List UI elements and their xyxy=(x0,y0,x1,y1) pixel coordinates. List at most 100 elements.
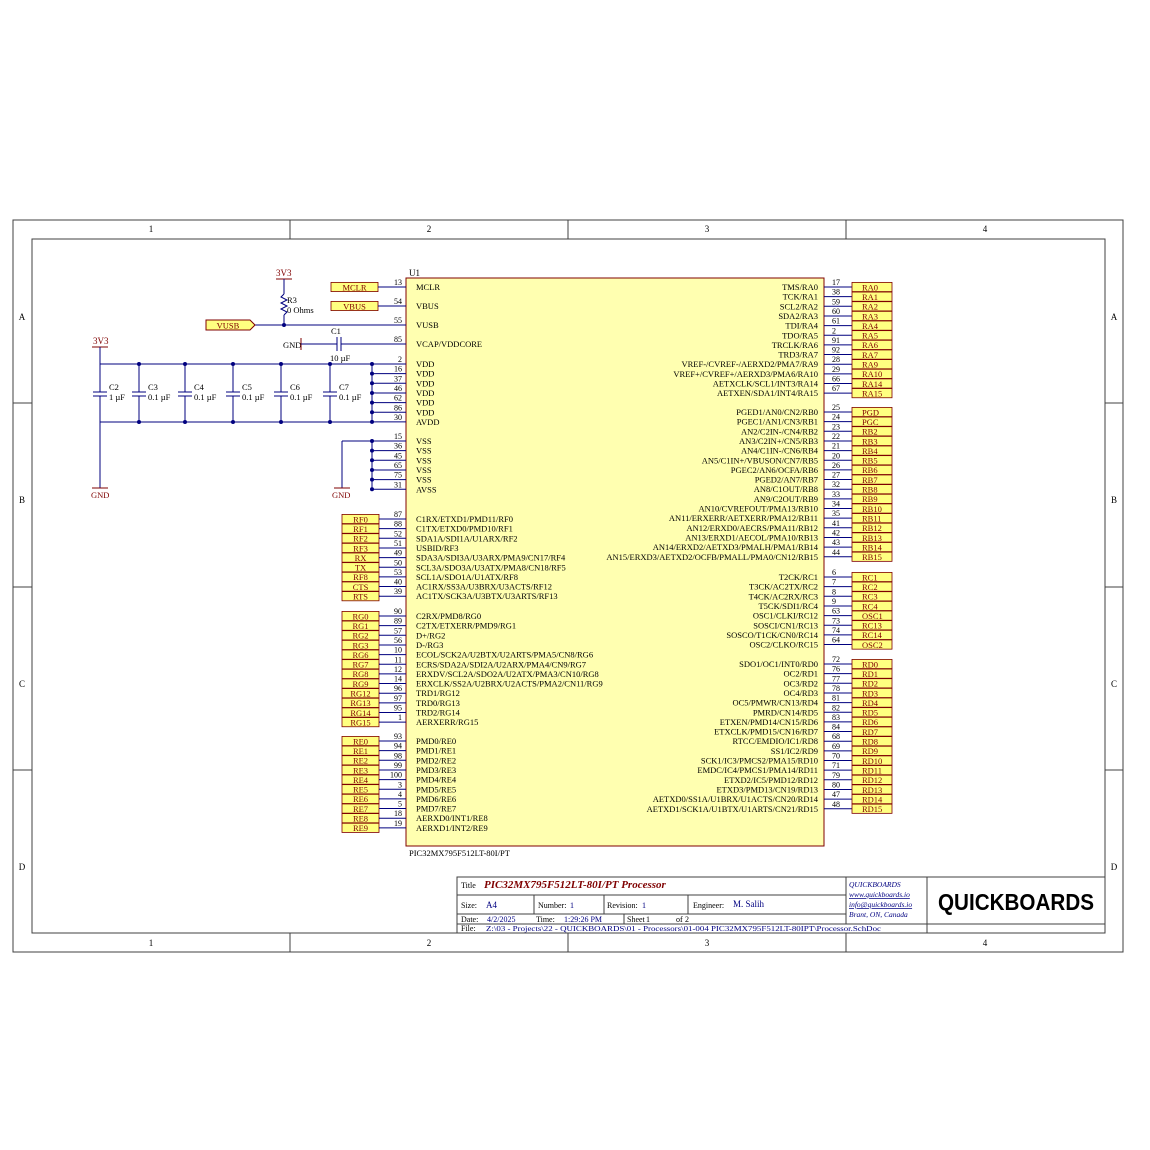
chip-designator: U1 xyxy=(409,268,420,278)
net-port-label-RE8: RE8 xyxy=(353,814,368,824)
left-pin-name-3: PMD5/RE5 xyxy=(416,784,456,794)
net-port-label-RD10: RD10 xyxy=(862,756,882,766)
left-pin-name-55: VUSB xyxy=(416,320,439,330)
right-pin-number-92: 92 xyxy=(832,346,840,355)
left-pin-name-16: VDD xyxy=(416,369,434,379)
net-port-label-RB14: RB14 xyxy=(862,542,883,552)
right-pin-number-84: 84 xyxy=(832,723,840,732)
right-pin-number-21: 21 xyxy=(832,442,840,451)
right-pin-number-7: 7 xyxy=(832,578,836,587)
grid-col-bottom-4: 4 xyxy=(983,938,988,948)
schematic-title: PIC32MX795F512LT-80I/PT Processor xyxy=(484,879,667,891)
left-pin-number-37: 37 xyxy=(394,374,402,383)
net-port-RD1 xyxy=(851,668,893,679)
net-port-RC14 xyxy=(851,629,893,640)
right-pin-number-61: 61 xyxy=(832,317,840,326)
left-pin-name-90: C2RX/PMD8/RG0 xyxy=(416,611,481,621)
right-pin-name-22: AN3/C2IN+/CN5/RB3 xyxy=(739,436,818,446)
right-pin-name-83: ETXEN/PMD14/CN15/RD6 xyxy=(720,717,818,727)
date-label: Date: xyxy=(461,915,478,924)
right-pin-name-47: AETXD0/SS1A/U1BRX/U1ACTS/CN20/RD14 xyxy=(653,794,819,804)
of-label: of xyxy=(676,915,683,924)
cap-ref-C3: C3 xyxy=(148,382,158,392)
right-pin-number-78: 78 xyxy=(832,684,840,693)
left-pin-number-93: 93 xyxy=(394,732,402,741)
net-port-RB3 xyxy=(851,435,893,446)
right-pin-number-48: 48 xyxy=(832,800,840,809)
left-pin-number-95: 95 xyxy=(394,704,402,713)
left-pin-number-16: 16 xyxy=(394,365,402,374)
left-pin-name-57: D+/RG2 xyxy=(416,630,445,640)
left-pin-number-55: 55 xyxy=(394,316,402,325)
left-pin-number-39: 39 xyxy=(394,587,402,596)
company-email-link[interactable]: info@quickboards.io xyxy=(849,900,912,909)
left-pin-number-5: 5 xyxy=(398,800,402,809)
right-pin-number-28: 28 xyxy=(832,355,840,364)
net-port-label-RG8: RG8 xyxy=(352,669,368,679)
cap-value-C3: 0.1 µF xyxy=(148,392,171,402)
net-port-label-RB5: RB5 xyxy=(862,456,878,466)
size-label: Size: xyxy=(461,901,477,910)
right-pin-name-91: TRCLK/RA6 xyxy=(772,340,818,350)
left-pin-name-13: MCLR xyxy=(416,282,440,292)
net-port-RB4 xyxy=(851,445,893,456)
net-port-label-RG1: RG1 xyxy=(352,621,368,631)
net-port-label-RC3: RC3 xyxy=(862,592,878,602)
net-port-label-RD14: RD14 xyxy=(862,794,883,804)
net-port-RB12 xyxy=(851,522,893,533)
left-pin-number-40: 40 xyxy=(394,578,402,587)
net-port-RB10 xyxy=(851,503,893,514)
net-port-label-RD5: RD5 xyxy=(862,708,878,718)
right-pin-name-77: OC3/RD2 xyxy=(784,678,818,688)
right-pin-name-84: ETXCLK/PMD15/CN16/RD7 xyxy=(714,727,818,737)
net-port-label-RD12: RD12 xyxy=(862,775,882,785)
size-value: A4 xyxy=(486,900,497,910)
sheet-label: Sheet xyxy=(627,915,646,924)
net-port-RA7 xyxy=(851,349,893,360)
c1-ref: C1 xyxy=(331,326,341,336)
net-port-label-RB2: RB2 xyxy=(862,427,878,437)
net-port-label-RC4: RC4 xyxy=(862,601,878,611)
left-pin-name-45: VSS xyxy=(416,455,432,465)
left-pin-number-54: 54 xyxy=(394,297,402,306)
net-port-label-TX: TX xyxy=(355,563,366,573)
right-pin-number-71: 71 xyxy=(832,761,840,770)
net-port-RB6 xyxy=(851,464,893,475)
net-port-RA5 xyxy=(851,330,893,341)
right-pin-name-79: ETXD2/IC5/PMD12/RD12 xyxy=(724,775,818,785)
left-pin-number-36: 36 xyxy=(394,442,402,451)
left-pin-number-56: 56 xyxy=(394,636,402,645)
left-pin-number-53: 53 xyxy=(394,568,402,577)
left-pin-name-5: PMD7/RE7 xyxy=(416,804,456,814)
net-port-label-RE3: RE3 xyxy=(353,765,368,775)
net-port-label-RD3: RD3 xyxy=(862,688,878,698)
left-pin-name-31: AVSS xyxy=(416,484,437,494)
left-pin-number-10: 10 xyxy=(394,646,402,655)
right-pin-number-27: 27 xyxy=(832,471,840,480)
right-pin-name-74: SOSCO/T1CK/CN0/RC14 xyxy=(726,630,818,640)
net-port-RD8 xyxy=(851,736,893,747)
net-port-label-RA2: RA2 xyxy=(862,302,878,312)
right-pin-name-28: VREF-/CVREF-/AERXD2/PMA7/RA9 xyxy=(682,359,819,369)
company-web-link[interactable]: www.quickboards.io xyxy=(849,890,910,899)
left-pin-number-94: 94 xyxy=(394,742,402,751)
left-pin-name-87: C1RX/ETXD1/PMD11/RF0 xyxy=(416,514,513,524)
right-pin-name-76: OC2/RD1 xyxy=(784,669,818,679)
net-port-PGD xyxy=(851,406,893,417)
grid-row-right-B: B xyxy=(1111,495,1117,505)
chip-body xyxy=(405,277,825,847)
net-port-label-RG12: RG12 xyxy=(350,689,370,699)
grid-col-bottom-2: 2 xyxy=(427,938,432,948)
right-pin-number-34: 34 xyxy=(832,500,840,509)
net-port-label-CTS: CTS xyxy=(353,582,369,592)
net-port-label-RF1: RF1 xyxy=(353,524,368,534)
net-port-RA15 xyxy=(851,388,893,399)
right-pin-number-66: 66 xyxy=(832,375,840,384)
chip-part-number: PIC32MX795F512LT-80I/PT xyxy=(409,848,511,858)
net-port-RB15 xyxy=(851,551,893,562)
net-port-RA14 xyxy=(851,378,893,389)
net-port-label-RD6: RD6 xyxy=(862,717,878,727)
net-port-RA0 xyxy=(851,281,893,292)
left-pin-number-88: 88 xyxy=(394,520,402,529)
